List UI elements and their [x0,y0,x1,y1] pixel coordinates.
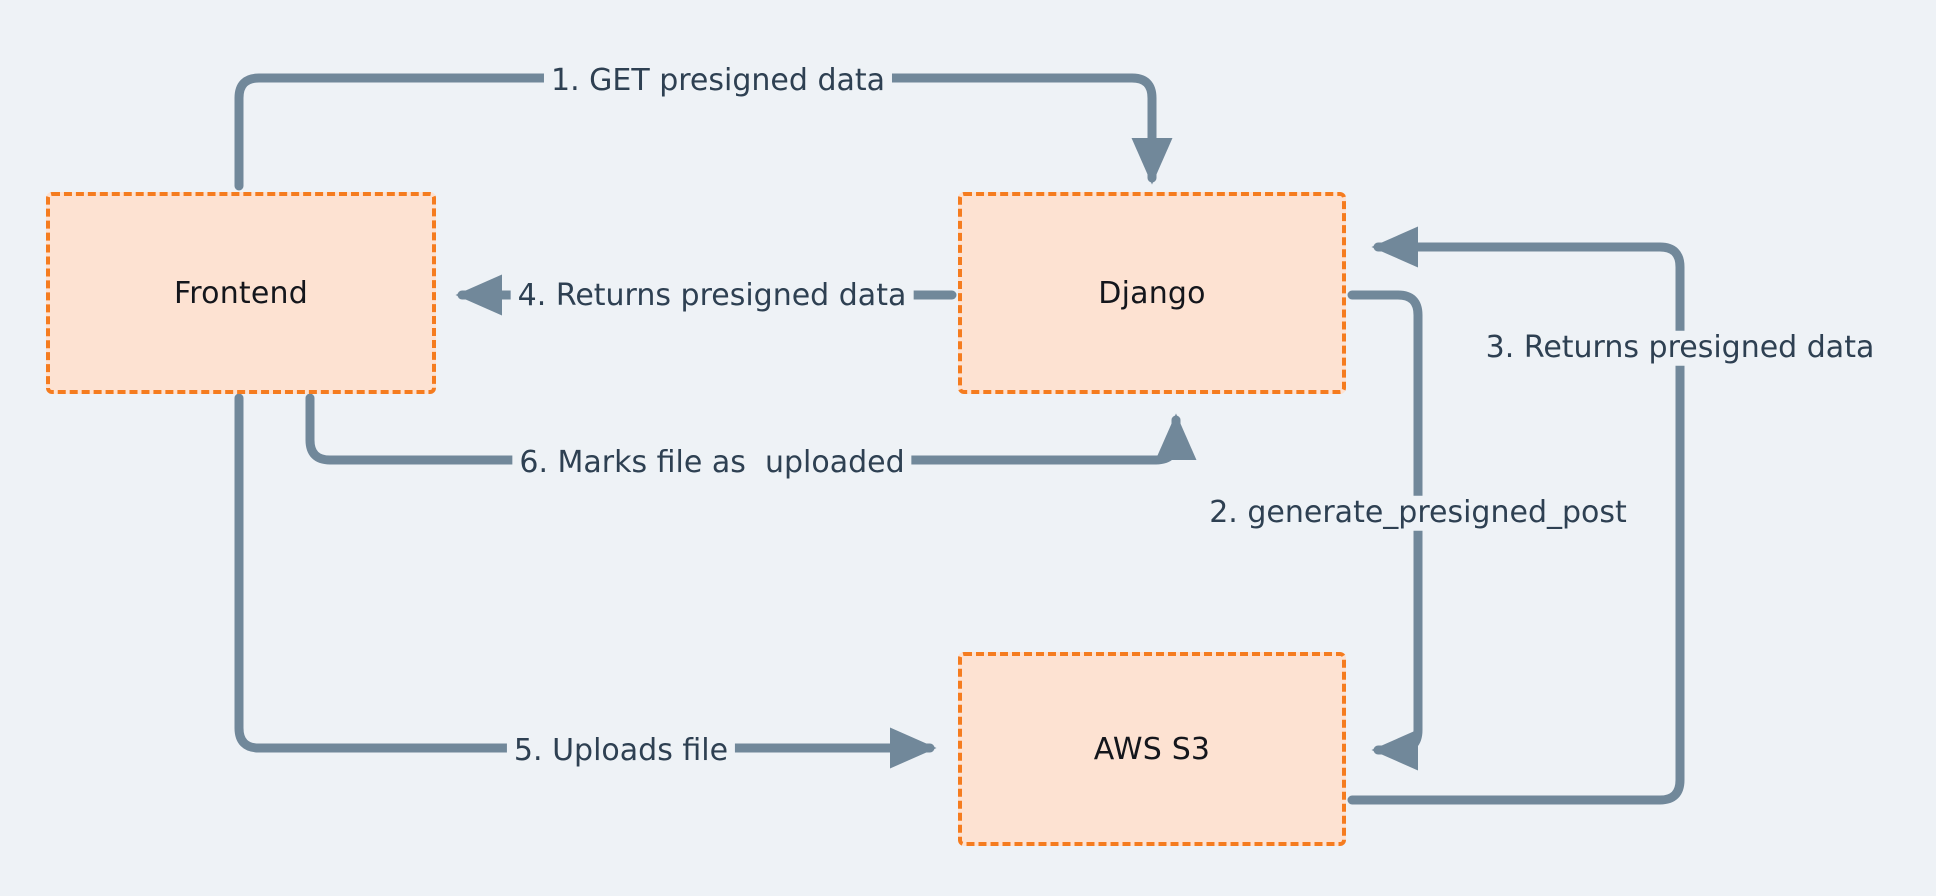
node-aws-s3-label: AWS S3 [1093,731,1211,767]
edge-label-2: 2. generate_presigned_post [1202,495,1634,531]
edge-label-4: 4. Returns presigned data [510,278,914,314]
edge-label-6: 6. Marks file as uploaded [512,445,912,481]
node-django-label: Django [1098,275,1206,311]
edge-path-3 [1347,226,1685,805]
node-django[interactable]: Django [958,192,1346,394]
edge-label-3: 3. Returns presigned data [1478,330,1882,366]
edge-label-1: 1. GET presigned data [543,63,893,99]
edge-path-5 [234,393,937,769]
node-frontend[interactable]: Frontend [46,192,436,394]
node-aws-s3[interactable]: AWS S3 [958,652,1346,846]
node-frontend-label: Frontend [174,275,308,311]
edge-label-5: 5. Uploads file [506,733,736,769]
